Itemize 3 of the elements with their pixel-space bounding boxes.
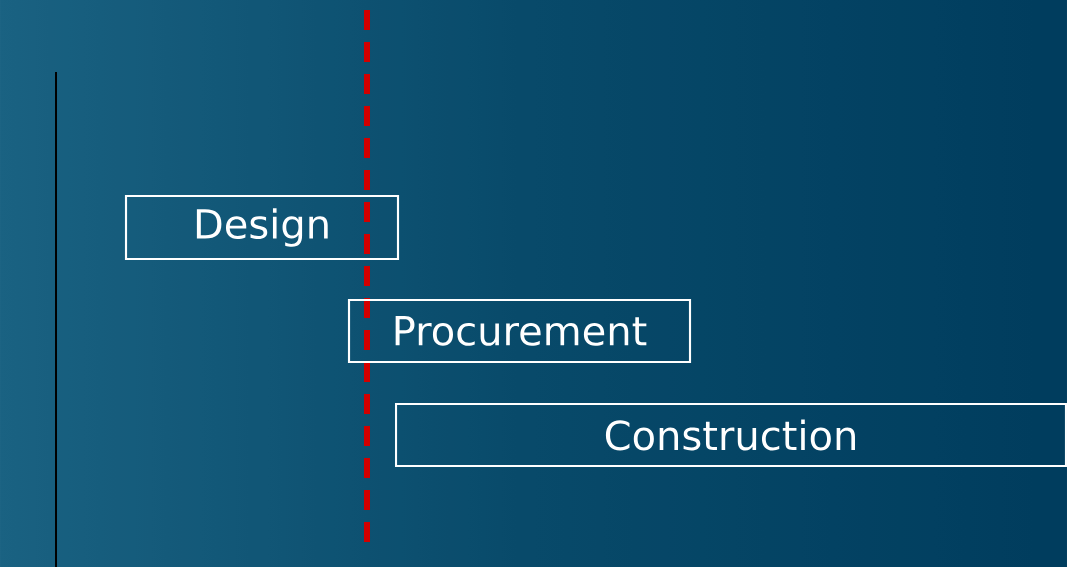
phase-box: Procurement <box>347 298 692 364</box>
phase-box: Construction <box>394 402 1067 468</box>
phase-box: Design <box>124 194 400 261</box>
